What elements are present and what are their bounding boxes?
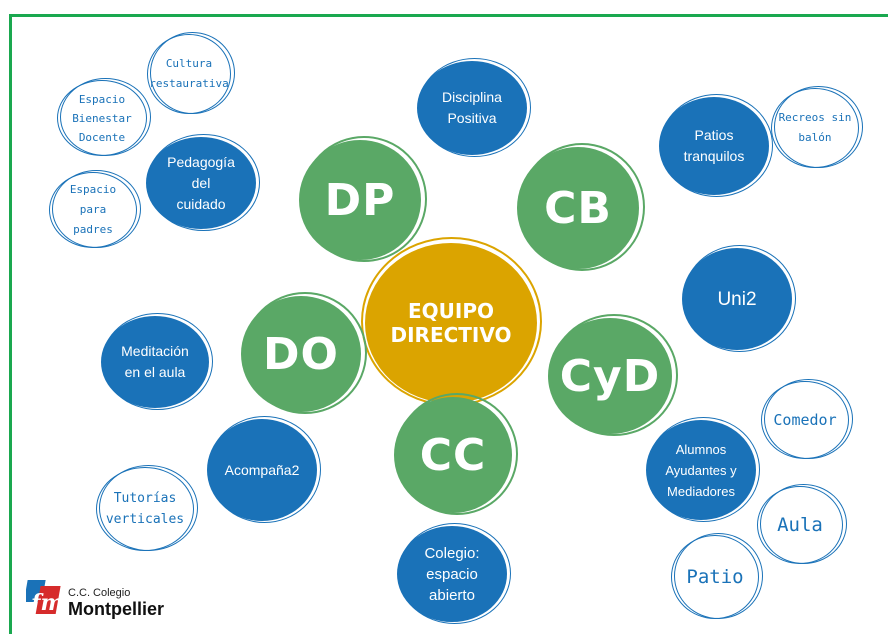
program-node-uni2: Uni2 <box>682 245 796 352</box>
subprogram-label: Espacio para padres <box>69 183 117 236</box>
program-node-acompana2: Acompaña2 <box>207 416 321 523</box>
program-node-pedagogia-del-cuidado: Pedagogía del cuidado <box>146 134 260 231</box>
program-label: Pedagogía del cuidado <box>167 153 235 212</box>
subprogram-node-aula: Aula <box>757 484 847 564</box>
subprogram-node-recreos-sin-balon: Recreos sin balón <box>771 86 863 168</box>
logo-line2: Montpellier <box>68 599 165 619</box>
team-label-do: DO <box>263 328 339 380</box>
program-node-disciplina-positiva: Disciplina Positiva <box>417 58 531 157</box>
subprogram-node-patio: Patio <box>671 533 763 619</box>
program-label: Acompaña2 <box>224 461 300 478</box>
subprogram-label: Cultura restaurativa <box>149 57 229 90</box>
program-label: Disciplina Positiva <box>442 89 502 126</box>
team-node-dp: DP <box>299 136 427 262</box>
team-node-cc: CC <box>394 393 518 515</box>
logo-line1: C.C. Colegio <box>68 587 131 599</box>
program-label: Patios tranquilos <box>683 127 745 164</box>
school-logo: fm C.C. Colegio Montpellier <box>23 578 165 619</box>
subprogram-label: Comedor <box>773 411 837 429</box>
subprogram-label: Aula <box>777 514 823 536</box>
team-node-cb: CB <box>517 143 645 271</box>
center-label: EQUIPO DIRECTIVO <box>390 299 512 347</box>
program-label: Alumnos Ayudantes y Mediadores <box>665 441 737 499</box>
diagram-frame <box>9 14 888 634</box>
fm-logo-icon: fm <box>23 580 64 616</box>
subprogram-node-tutorias-verticales: Tutorías verticales <box>96 465 198 551</box>
center-node-equipo-directivo: EQUIPO DIRECTIVO <box>361 237 542 406</box>
team-node-cyd: CyD <box>548 314 678 436</box>
program-label: Meditación en el aula <box>121 343 189 380</box>
program-node-meditacion-en-el-aula: Meditación en el aula <box>101 313 213 410</box>
subprogram-node-cultura-restaurativa: Cultura restaurativa <box>147 32 235 114</box>
subprogram-label: Espacio Bienestar Docente <box>72 92 132 144</box>
team-node-do: DO <box>241 292 367 414</box>
subprogram-label: Tutorías verticales <box>105 491 185 527</box>
program-node-patios-tranquilos: Patios tranquilos <box>659 94 773 197</box>
subprogram-node-espacio-para-padres: Espacio para padres <box>49 170 141 248</box>
program-label: Uni2 <box>717 288 757 310</box>
svg-text:fm: fm <box>29 590 64 616</box>
subprogram-label: Patio <box>686 566 744 588</box>
team-label-cyd: CyD <box>559 350 661 402</box>
logo-mark: fm <box>23 578 66 618</box>
subprogram-node-comedor: Comedor <box>761 379 853 459</box>
subprogram-label: Recreos sin balón <box>778 111 852 144</box>
team-label-dp: DP <box>324 174 396 226</box>
team-label-cc: CC <box>419 429 487 481</box>
team-label-cb: CB <box>544 182 612 234</box>
program-node-alumnos-ayudantes: Alumnos Ayudantes y Mediadores <box>646 417 760 522</box>
program-node-colegio-espacio-abierto: Colegio: espacio abierto <box>397 523 511 624</box>
subprogram-node-espacio-bienestar-docente: Espacio Bienestar Docente <box>57 78 151 156</box>
program-label: Colegio: espacio abierto <box>424 544 480 604</box>
